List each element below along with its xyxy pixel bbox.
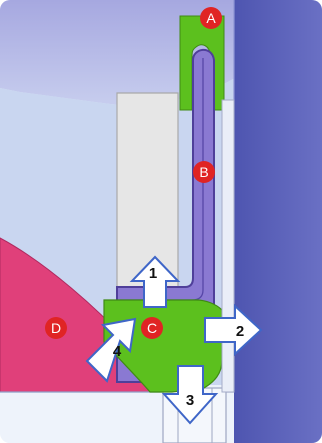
marker-a-label: A xyxy=(206,10,216,26)
arrow-4-label: 4 xyxy=(113,343,122,360)
marker-c-label: C xyxy=(147,320,157,336)
arrow-2-label: 2 xyxy=(236,323,244,340)
arrow-4: 4 xyxy=(85,317,137,383)
blue-wall xyxy=(234,0,322,443)
marker-a: A xyxy=(200,7,222,29)
right-channel-strip xyxy=(221,99,235,393)
arrow-3: 3 xyxy=(161,365,219,425)
arrow-3-label: 3 xyxy=(186,392,194,409)
marker-b-label: B xyxy=(199,164,208,180)
marker-d: D xyxy=(45,317,67,339)
marker-c: C xyxy=(141,317,163,339)
marker-d-label: D xyxy=(51,320,61,336)
arrow-1: 1 xyxy=(129,255,181,308)
marker-b: B xyxy=(193,161,215,183)
arrow-2: 2 xyxy=(204,303,263,357)
arrow-1-label: 1 xyxy=(149,265,157,282)
